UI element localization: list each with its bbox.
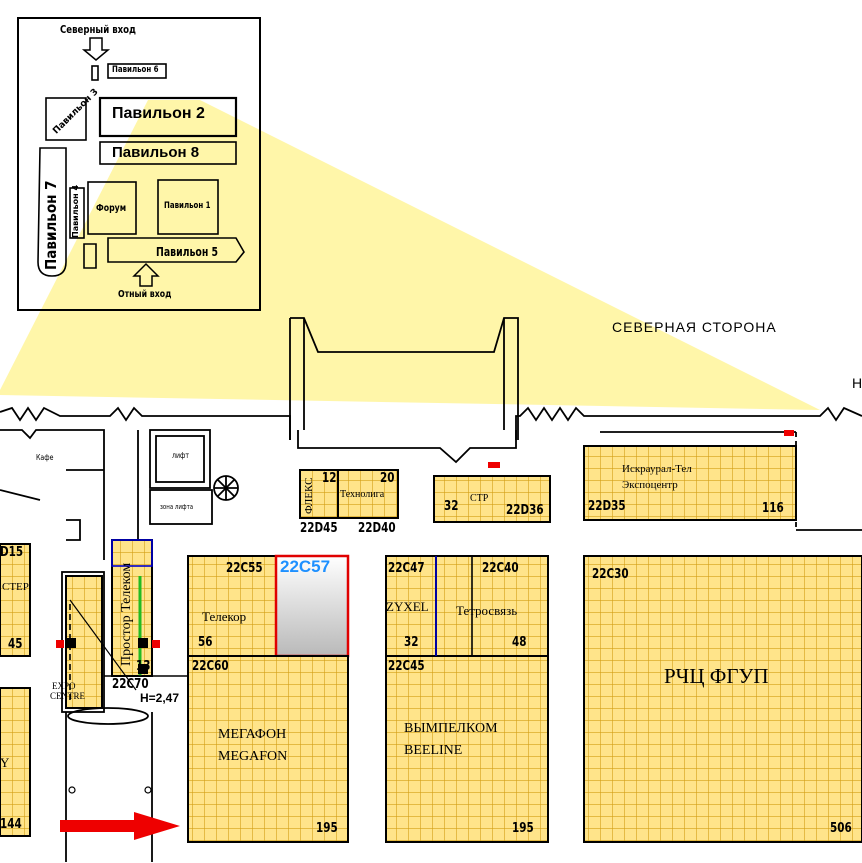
booth-22d36-num: 32 <box>444 499 459 514</box>
inset-pavilion-8: Павильон 8 <box>112 144 200 161</box>
booth-22c45-company-line-2: BEELINE <box>404 743 463 758</box>
inset-forum: Форум <box>96 203 127 214</box>
booth-22c60-area <box>187 655 349 843</box>
booth-22d35-company-line-2: Экспоцентр <box>622 479 678 491</box>
booth-22d36-area <box>433 475 551 523</box>
booth-22d40-area <box>337 469 399 519</box>
booth-22d40-num: 20 <box>380 471 395 486</box>
booth-d15-num: 45 <box>8 637 23 652</box>
booth-22c70-code: 22C70 <box>112 677 149 692</box>
booth-22c30-num: 506 <box>830 821 852 836</box>
booth-22d35-num: 116 <box>762 501 784 516</box>
booths <box>0 445 862 843</box>
booth-left-edge-num: 144 <box>0 817 22 832</box>
inset-pavilion-4: Павильон 4 <box>71 184 80 238</box>
booth-22c70-area <box>111 539 153 677</box>
booth-22c45-num: 195 <box>512 821 534 836</box>
booth-22c57-code: 22C57 <box>280 557 331 576</box>
booth-22c55-company: Телекор <box>202 609 247 624</box>
booth-22c60-num: 195 <box>316 821 338 836</box>
booth-22c30-area <box>583 555 862 843</box>
highlight-cone <box>0 100 820 410</box>
booth-22d40-company: Технолига <box>340 489 385 500</box>
booth-22c55-num: 56 <box>198 635 213 650</box>
booth-22c45-company-line-1: ВЫМПЕЛКОМ <box>404 721 498 736</box>
booth-22d35-code: 22D35 <box>588 499 626 514</box>
booth-22c30-company: РЧЦ ФГУП <box>664 664 769 688</box>
north-side-label: СЕВЕРНАЯ СТОРОНА <box>612 319 777 335</box>
booth-22c45-code: 22C45 <box>388 659 425 674</box>
booth-22c47-company: ZYXEL <box>386 599 429 614</box>
booth-22d45-code: 22D45 <box>300 521 338 536</box>
inset-main-entrance: Отный вход <box>118 289 172 300</box>
booth-22d36-code: 22D36 <box>506 503 544 518</box>
booth-22d36-company: СТР <box>470 493 489 504</box>
inset-pavilion-6: Павильон 6 <box>112 65 159 75</box>
booth-d15-code: D15 <box>0 545 24 560</box>
booth-22c70-num: 13 <box>136 659 151 674</box>
expo-centre-line-1: EXPO <box>52 681 76 691</box>
booth-22d45-company: ФЛЕКС <box>303 477 315 514</box>
inset-map <box>17 17 261 311</box>
booth-22c47-num: 32 <box>404 635 419 650</box>
booth-22d40-code: 22D40 <box>358 521 396 536</box>
booth-22c60-code: 22C60 <box>192 659 229 674</box>
cafe-label: Кафе <box>36 453 54 462</box>
booth-22c45-area <box>385 655 549 843</box>
booth-22c40-company: Тетросвязь <box>456 603 518 618</box>
booth-22c40-num: 48 <box>512 635 527 650</box>
booth-22d35-area <box>583 445 797 521</box>
booth-d15-area <box>0 543 31 657</box>
inset-north-entrance: Северный вход <box>60 23 136 36</box>
booth-22c30-code: 22C30 <box>592 567 629 582</box>
route-arrow <box>60 812 180 840</box>
booth-22c57-area <box>274 554 350 658</box>
booth-22d45-num: 12 <box>322 471 337 486</box>
lift-zone-label: зона лифта <box>160 503 194 511</box>
booth-22c55-code: 22C55 <box>226 561 263 576</box>
booth-22c70-company: Простор Телеком <box>119 562 134 666</box>
height-note: H=2,47 <box>140 691 180 705</box>
expo-centre-line-2: CENTRE <box>50 691 85 701</box>
booth-22c40-area <box>435 555 549 657</box>
booth-22c40-code: 22C40 <box>482 561 519 576</box>
booth-22c60-company-line-1: МЕГАФОН <box>218 727 287 742</box>
booth-22c55-area <box>187 555 277 657</box>
left-edge-letter: Y <box>0 755 10 770</box>
edge-letter: Н <box>852 375 862 391</box>
booth-d15-company: СТЕР <box>2 581 29 593</box>
inset-pavilion-7: Павильон 7 <box>42 180 60 270</box>
inset-pavilion-2: Павильон 2 <box>112 105 205 122</box>
inset-pavilion-1: Павильон 1 <box>164 201 211 211</box>
booth-22c47-code: 22C47 <box>388 561 425 576</box>
booth-left-edge-area <box>0 687 31 837</box>
lift-label: лифт <box>172 451 190 460</box>
booth-22c60-company-line-2: MEGAFON <box>218 749 288 764</box>
booth-22d35-company-line-1: Искраурал-Тел <box>622 463 692 475</box>
inset-pavilion-5: Павильон 5 <box>156 245 219 259</box>
